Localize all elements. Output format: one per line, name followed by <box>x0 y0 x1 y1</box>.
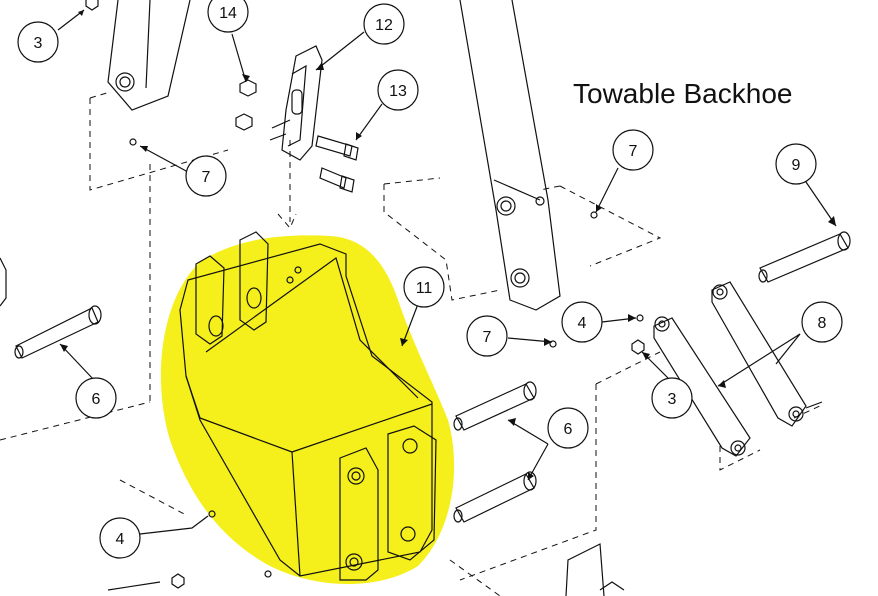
callout-label: 11 <box>416 280 433 297</box>
callout-label: 7 <box>483 329 492 346</box>
callout-circle <box>99 517 141 559</box>
boom-arm-right <box>459 0 561 311</box>
diagram-title: Towable Backhoe <box>573 78 793 109</box>
callout-circle <box>651 377 693 419</box>
callout-label: 9 <box>792 157 801 174</box>
callout-circle <box>75 377 117 419</box>
grease-fitting-right <box>590 211 598 219</box>
callout-circle <box>775 143 817 185</box>
left-edge-part <box>0 257 7 307</box>
callout-label: 13 <box>389 83 407 100</box>
callout-circle <box>403 266 445 308</box>
callout-3-top: 3 <box>17 21 59 63</box>
callout-circle <box>466 315 508 357</box>
callout-circle <box>17 21 59 63</box>
grease-fitting-4 <box>636 314 644 322</box>
bucket-highlight <box>160 235 455 584</box>
callout-11: 11 <box>403 266 445 308</box>
callout-4-bottom: 4 <box>99 517 141 559</box>
callout-9: 9 <box>775 143 817 185</box>
callout-circle <box>547 407 589 449</box>
nut-top-left <box>85 0 99 11</box>
callout-circle <box>612 129 654 171</box>
callout-7-left: 7 <box>185 155 227 197</box>
assembly-guides <box>0 91 825 596</box>
callout-label: 8 <box>818 315 827 332</box>
callout-label: 4 <box>578 315 587 332</box>
callout-label: 3 <box>34 35 43 52</box>
nut-lower <box>235 113 253 131</box>
callout-6-left: 6 <box>75 377 117 419</box>
callout-label: 4 <box>116 531 125 548</box>
callout-label: 12 <box>375 17 393 34</box>
link-bar-back <box>711 281 807 427</box>
callout-8: 8 <box>801 301 843 343</box>
callout-label: 7 <box>629 143 638 160</box>
callout-label: 3 <box>668 391 677 408</box>
callout-circle <box>185 155 227 197</box>
callout-3-right: 3 <box>651 377 693 419</box>
callout-circle <box>801 301 843 343</box>
lower-component <box>565 543 625 596</box>
nut-upper <box>239 79 257 97</box>
callout-label: 14 <box>219 5 237 22</box>
nut-3-right <box>631 339 645 355</box>
fitting-bottom-center <box>264 570 272 578</box>
callout-label: 6 <box>92 391 101 408</box>
callout-circle <box>561 301 603 343</box>
callout-6-right: 6 <box>547 407 589 449</box>
link-bar-front <box>653 316 751 457</box>
callout-label: 6 <box>564 421 573 438</box>
boom-arm-left <box>107 0 191 146</box>
callout-label: 7 <box>202 169 211 186</box>
bucket <box>179 231 437 581</box>
pin-right-upper <box>453 381 537 431</box>
bolt-lower <box>319 167 355 193</box>
pin-9 <box>758 231 851 283</box>
callout-14: 14 <box>207 0 249 33</box>
callout-12: 12 <box>363 3 405 45</box>
callout-4-right: 4 <box>561 301 603 343</box>
pin-right-lower <box>453 471 537 523</box>
grease-fitting-center <box>549 340 557 348</box>
callout-circle <box>207 0 249 33</box>
callout-7-center: 7 <box>466 315 508 357</box>
callout-group: 3 14 12 13 7 7 9 11 7 4 8 6 3 6 4 <box>17 0 843 559</box>
tooth-bracket <box>269 45 323 161</box>
callout-7-right: 7 <box>612 129 654 171</box>
callout-circle <box>377 69 419 111</box>
bolt-upper <box>315 135 359 161</box>
right-edge-part <box>805 401 823 409</box>
callout-circle <box>363 3 405 45</box>
pin-left <box>14 305 102 359</box>
nut-bottom-left <box>171 573 185 589</box>
grease-fitting-bottom-left <box>208 510 216 518</box>
callout-13: 13 <box>377 69 419 111</box>
